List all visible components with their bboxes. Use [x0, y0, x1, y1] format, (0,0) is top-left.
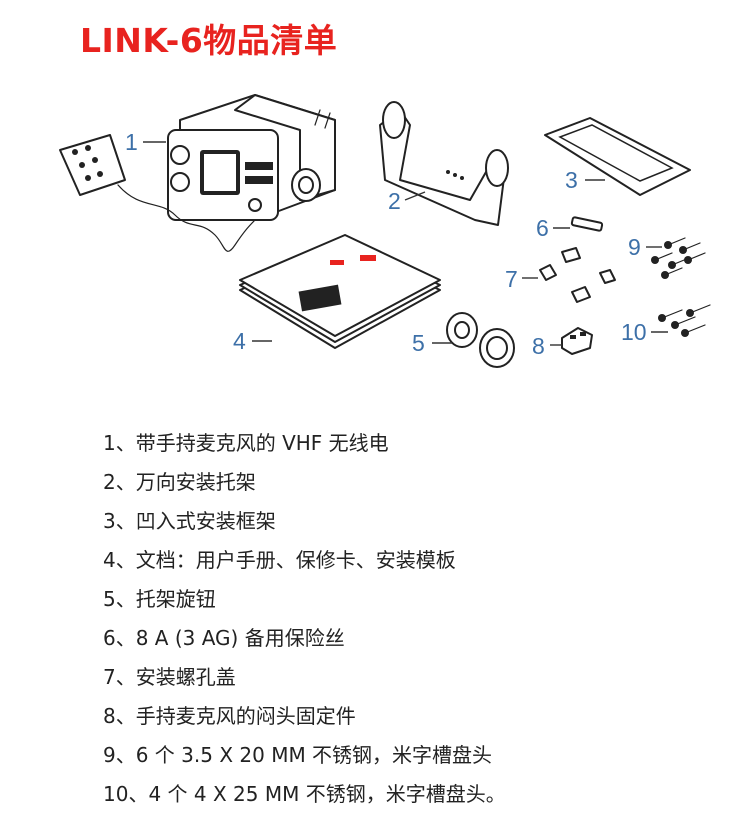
- callout-7: 7: [505, 266, 518, 292]
- bracket-icon: [379, 101, 509, 226]
- knob-icon: [446, 312, 515, 368]
- list-item: 7、安装螺孔盖: [103, 665, 236, 689]
- callout-3: 3: [565, 167, 578, 193]
- list-item: 5、托架旋钮: [103, 587, 216, 611]
- list-item: 9、6 个 3.5 X 20 MM 不锈钢，米字槽盘头: [103, 743, 493, 767]
- list-item: 4、文档：用户手册、保修卡、安装模板: [103, 548, 456, 572]
- mic-clip-icon: [561, 327, 593, 355]
- callout-4: 4: [233, 328, 246, 354]
- page-title: LINK-6物品清单: [80, 21, 338, 60]
- callout-2: 2: [388, 188, 401, 214]
- list-item: 8、手持麦克风的闷头固定件: [103, 704, 356, 728]
- documents-icon: [239, 234, 441, 349]
- flush-frame-icon: [544, 117, 691, 196]
- callout-1: 1: [125, 129, 138, 155]
- list-item: 3、凹入式安装框架: [103, 509, 276, 533]
- list-item: 1、带手持麦克风的 VHF 无线电: [103, 431, 389, 455]
- callout-6: 6: [536, 215, 549, 241]
- callout-8: 8: [532, 333, 545, 359]
- list-item: 10、4 个 4 X 25 MM 不锈钢，米字槽盘头。: [103, 782, 506, 806]
- contents-list: 1、带手持麦克风的 VHF 无线电 2、万向安装托架 3、凹入式安装框架 4、文…: [103, 428, 506, 818]
- screw-icon: [651, 237, 706, 279]
- vhf-radio-icon: [167, 94, 336, 221]
- fuse-icon: [570, 216, 604, 232]
- microphone-icon: [59, 134, 256, 252]
- screw-cover-icon: [539, 247, 616, 303]
- screw-icon: [658, 304, 711, 337]
- contents-diagram: 1 2 3 4 5 6: [59, 94, 711, 368]
- callout-5: 5: [412, 330, 425, 356]
- list-item: 6、8 A (3 AG) 备用保险丝: [103, 626, 345, 650]
- callout-9: 9: [628, 234, 641, 260]
- list-item: 2、万向安装托架: [103, 470, 256, 494]
- callout-10: 10: [621, 319, 647, 345]
